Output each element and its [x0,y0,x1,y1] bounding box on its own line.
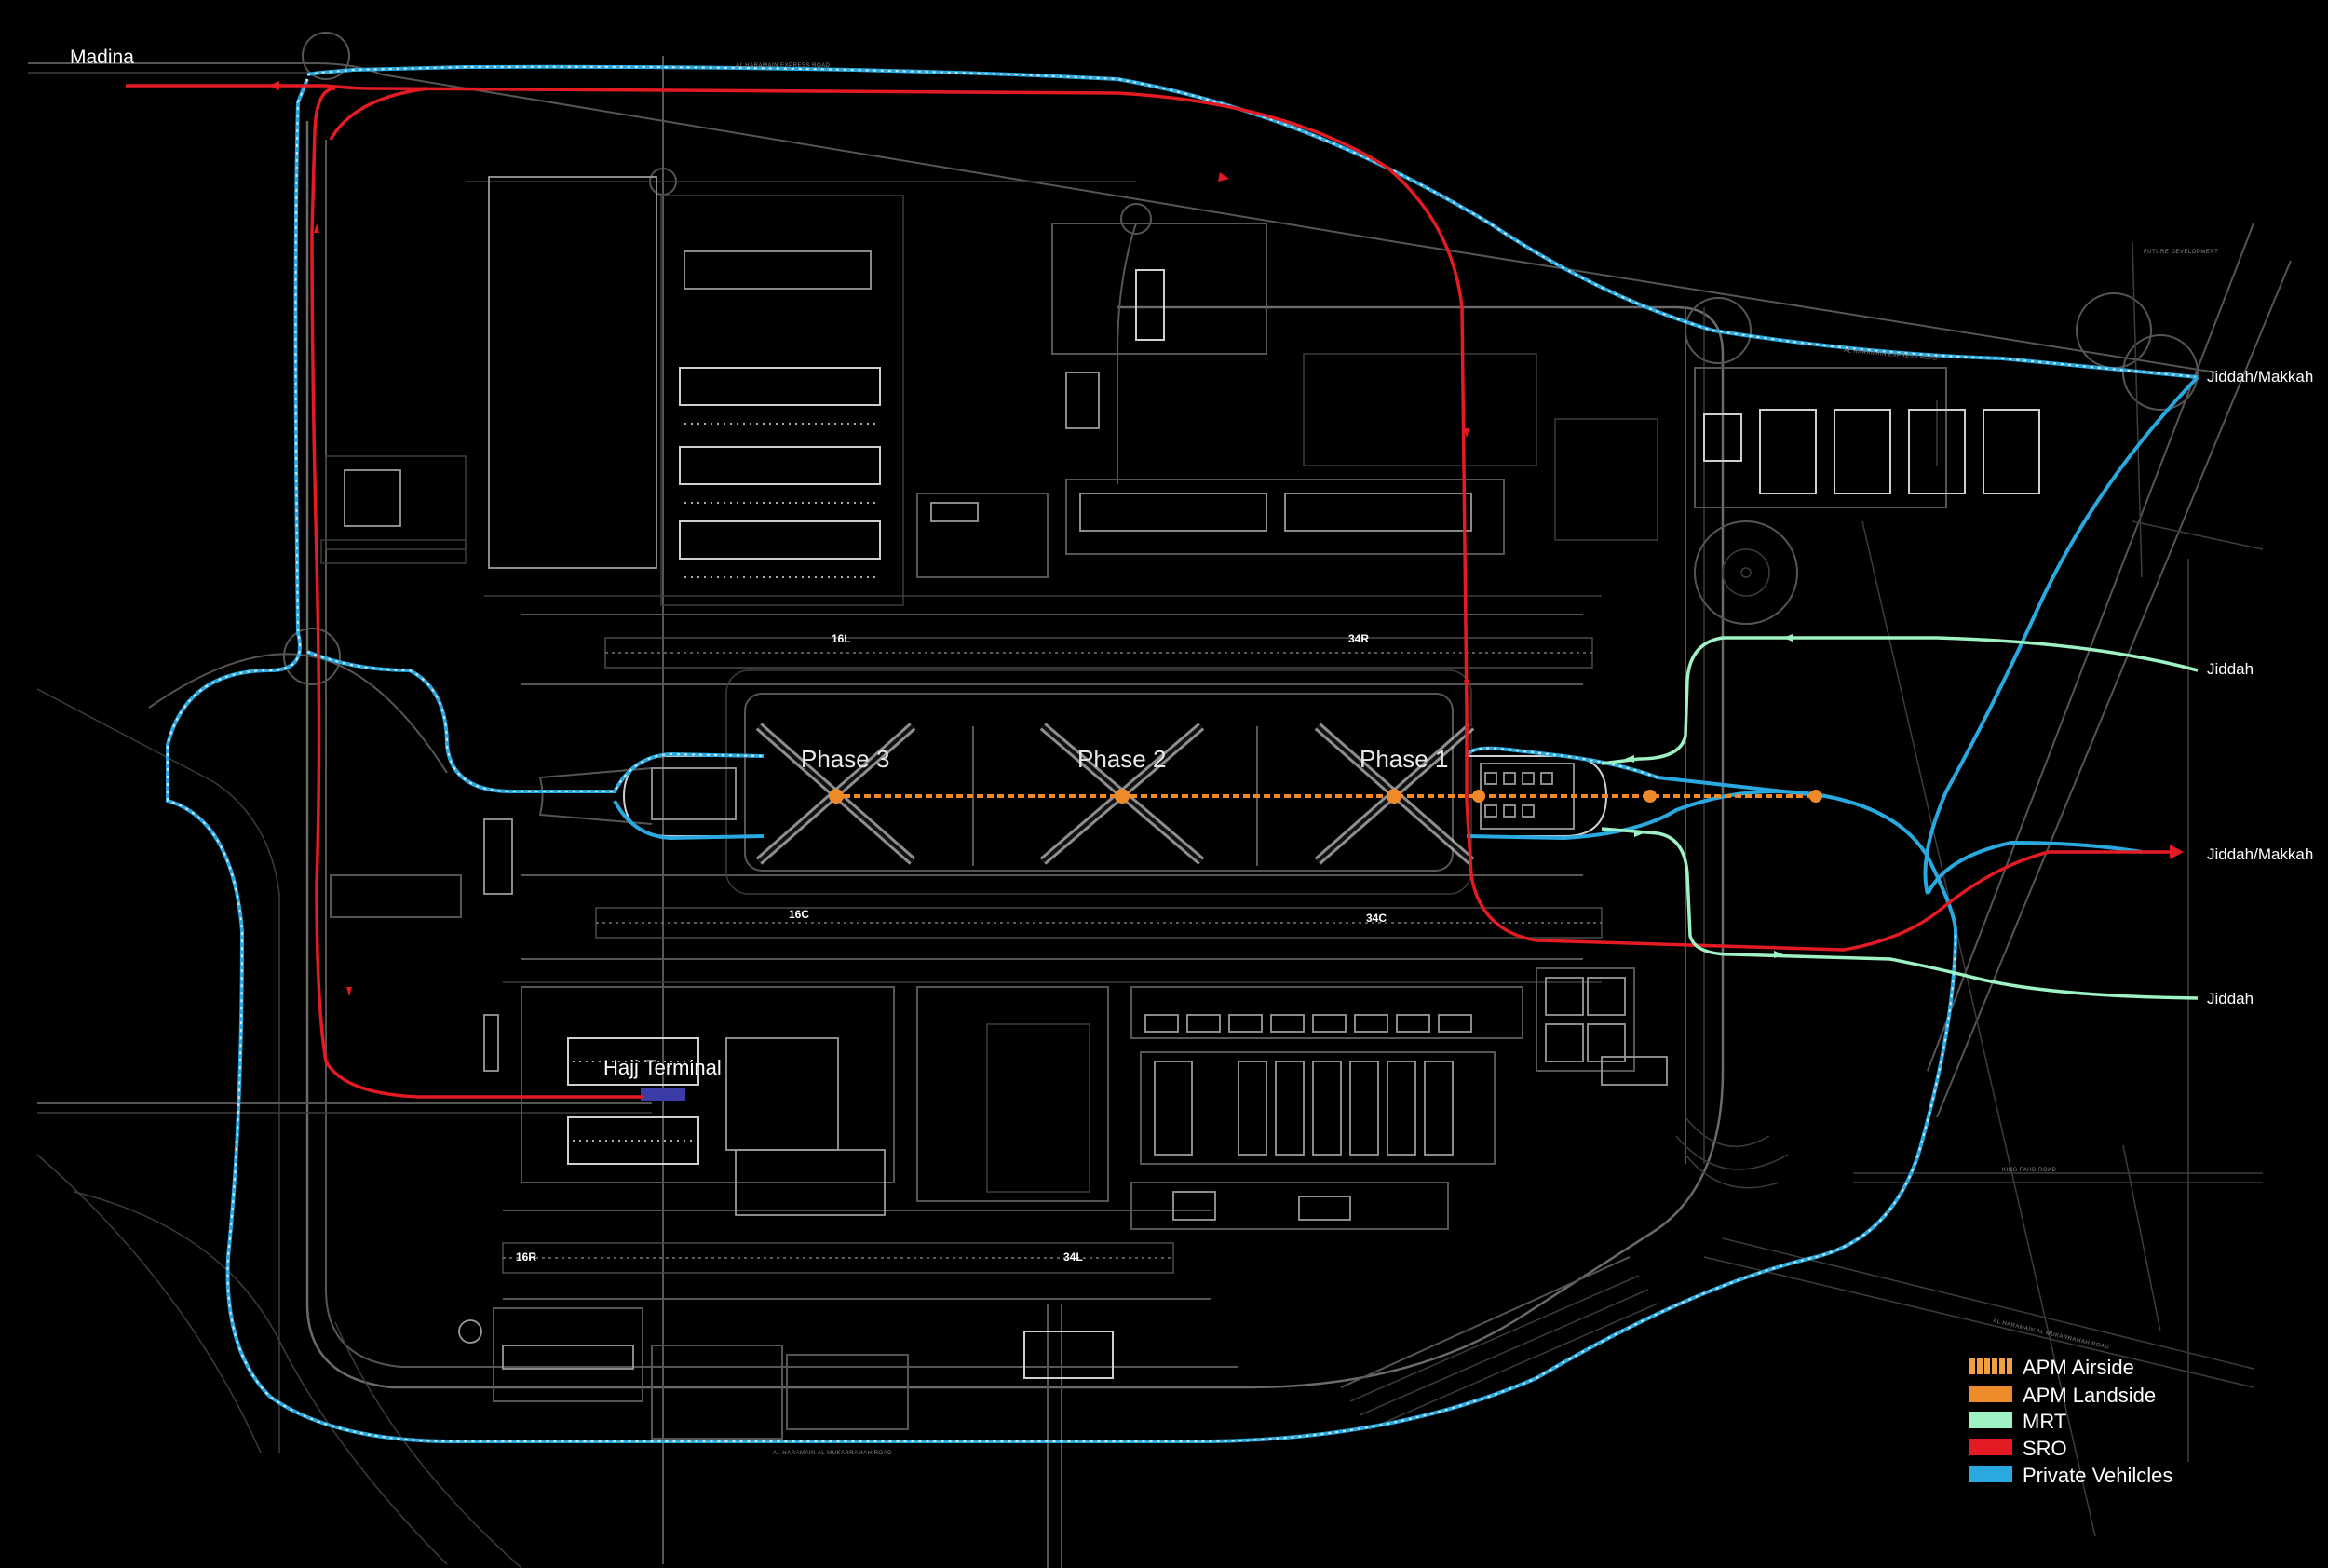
private-vehicles-west-loop [166,78,1957,1444]
private-vehicles-route [166,64,2199,1444]
label-jiddah-makkah-top: Jiddah/Makkah [2207,368,2313,385]
phase-3-landside-building [651,767,737,820]
label-jiddah-low: Jiddah [2207,990,2254,1007]
label-phase-3: Phase 3 [801,745,889,773]
map-legend: APM Airside APM Landside MRT SRO Private… [1969,1356,2172,1487]
apm-stations [829,789,1822,804]
sro-route [126,81,2184,1099]
apm-station-phase-3 [829,789,844,804]
road-label-haramain-bottom: AL HARAMAIN AL MUKARRAMAH ROAD [773,1451,892,1456]
private-vehicles-phase-3-spur [306,650,765,793]
label-phase-1: Phase 1 [1360,745,1448,773]
private-vehicles-outer-loop [306,64,2199,379]
label-madina: Madina [70,47,134,68]
basemap-infrastructure [28,32,2292,1568]
east-landside-facilities [1536,367,2040,1086]
hajj-terminal-marker [641,1088,685,1101]
label-jiddah-makkah-mid: Jiddah/Makkah [2207,845,2313,863]
outer-road-south [36,1154,262,1453]
apm-station-phase-2 [1115,789,1130,804]
legend-item-private-vehicles: Private Vehilcles [1969,1464,2172,1487]
legend-label-apm-landside: APM Landside [2023,1384,2156,1407]
legend-label-private-vehicles: Private Vehilcles [2023,1464,2172,1487]
phase-3-landside-forecourt [538,767,653,825]
runway-label-34c: 34C [1366,912,1387,925]
east-grid-6 [2122,1144,2161,1332]
apm-station-landside-1 [1472,790,1485,803]
wadi-2 [334,1321,522,1568]
north-curve-road [1117,223,1137,484]
east-grid-4 [2132,241,2143,578]
apm-station-landside-3 [1809,790,1822,803]
runway-16l-34r-strip [604,637,1593,669]
mrt-south-branch [1601,827,2199,1000]
road-label-future-development: FUTURE DEVELOPMENT [2144,250,2218,255]
circular-plot-east-inner [1722,548,1770,597]
legend-label-mrt: MRT [2023,1410,2066,1433]
legend-label-sro: SRO [2023,1437,2067,1460]
sro-east-line [1465,800,2170,952]
roundabout-n2 [1120,203,1152,235]
apm-station-phase-1 [1387,789,1401,804]
sro-upper-curve [329,87,429,141]
east-grid-2 [1861,520,2096,1537]
south-west-facilities [458,1307,1114,1440]
legend-item-apm-airside: APM Airside [1969,1356,2134,1379]
north-west-cargo-blocks [488,176,904,606]
runway-label-16c: 16C [789,908,809,921]
label-jiddah-mid: Jiddah [2207,660,2254,678]
north-central-facilities [916,223,1658,578]
sro-arrow-west [268,81,279,90]
outer-road-west [36,688,280,1453]
runway-label-16l: 16L [832,632,851,645]
sro-madina-line [126,84,1469,801]
curved-wadi [74,1191,448,1565]
south-east-aprons [1340,1116,1789,1430]
sro-west-loop [310,87,643,1099]
mrt-north-branch [1601,636,2199,765]
legend-label-apm-airside: APM Airside [2023,1356,2134,1379]
runway-label-34r: 34R [1348,632,1369,645]
outer-ring-road [305,121,1725,1389]
north-road [28,62,2217,373]
terminal-apron [744,693,1454,872]
apm-station-landside-2 [1644,790,1657,803]
label-hajj-terminal: Hajj Terminal [603,1056,722,1079]
hajj-terminal-area [521,986,895,1216]
legend-item-sro: SRO [1969,1437,2067,1460]
circular-plot-east-core [1740,567,1752,578]
east-diagonal-2 [1936,260,2292,1118]
runway-label-34l: 34L [1063,1250,1083,1264]
legend-item-mrt: MRT [1969,1410,2066,1433]
label-phase-2: Phase 2 [1077,745,1166,773]
south-central-cargo [916,986,1523,1230]
private-vehicles-east-trunk [1923,375,2199,895]
interchange-ne-2 [2122,334,2199,411]
road-label-haramain-top: AL HARAMAIN EXPRESS ROAD [736,63,831,69]
map-labels: Madina Jiddah/Makkah Jiddah Jiddah/Makka… [70,47,2313,1456]
circular-plot-east [1694,520,1798,625]
terminal-apron-outer [725,669,1472,895]
mrt-route [1601,634,2199,1000]
east-highway-lower2 [1703,1256,2254,1388]
east-grid-1 [2132,520,2264,550]
legend-item-apm-landside: APM Landside [1969,1384,2156,1407]
interchange-west [283,628,341,685]
sro-arrow-east [2170,845,2184,859]
private-vehicles-east-to-jiddah-makkah [1926,840,2143,895]
runway-label-16r: 16R [516,1250,536,1264]
east-highway-lower [1722,1237,2254,1370]
apm-route [829,789,1822,804]
private-vehicles-phase-1-loop [1465,746,1957,932]
east-diagonal [1927,223,2254,1072]
west-interchange-ramp [148,653,448,774]
west-facilities [320,455,513,1072]
roundabout-nw [302,32,350,80]
road-label-king-fahd: KING FAHD ROAD [2002,1168,2057,1173]
